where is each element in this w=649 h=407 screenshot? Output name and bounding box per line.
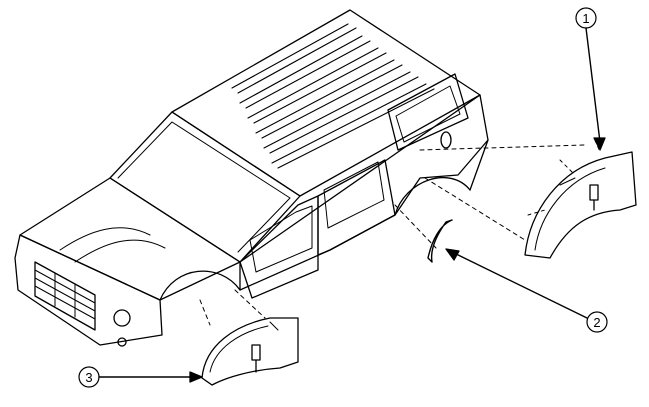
roof-ribs [231,23,435,169]
callout-1-label: 1 [582,11,589,26]
headlight [113,309,131,327]
rear-door [317,159,396,256]
rear-flare-dashes [527,139,601,216]
callout-3-label: 3 [85,370,92,385]
callout-2-label: 2 [593,315,600,330]
front-wheel-opening [159,270,241,301]
vehicle-body-side [239,94,489,291]
rear-quarter-window [387,73,469,151]
front-bumper [14,234,163,346]
front-wheel-flare [201,317,299,386]
callout-3: 3 [78,366,203,388]
vehicle-roof [171,9,481,197]
vehicle-illustration [14,9,489,347]
callout-2: 2 [445,248,608,333]
rear-door-molding [427,219,453,263]
grille [34,261,96,331]
rear-flare-fastener [589,184,599,201]
front-flare-fastener [251,344,261,361]
hood [19,177,241,301]
callout-1: 1 [575,7,606,151]
rear-wheel-flare [524,139,637,259]
explosion-lines [199,144,586,326]
